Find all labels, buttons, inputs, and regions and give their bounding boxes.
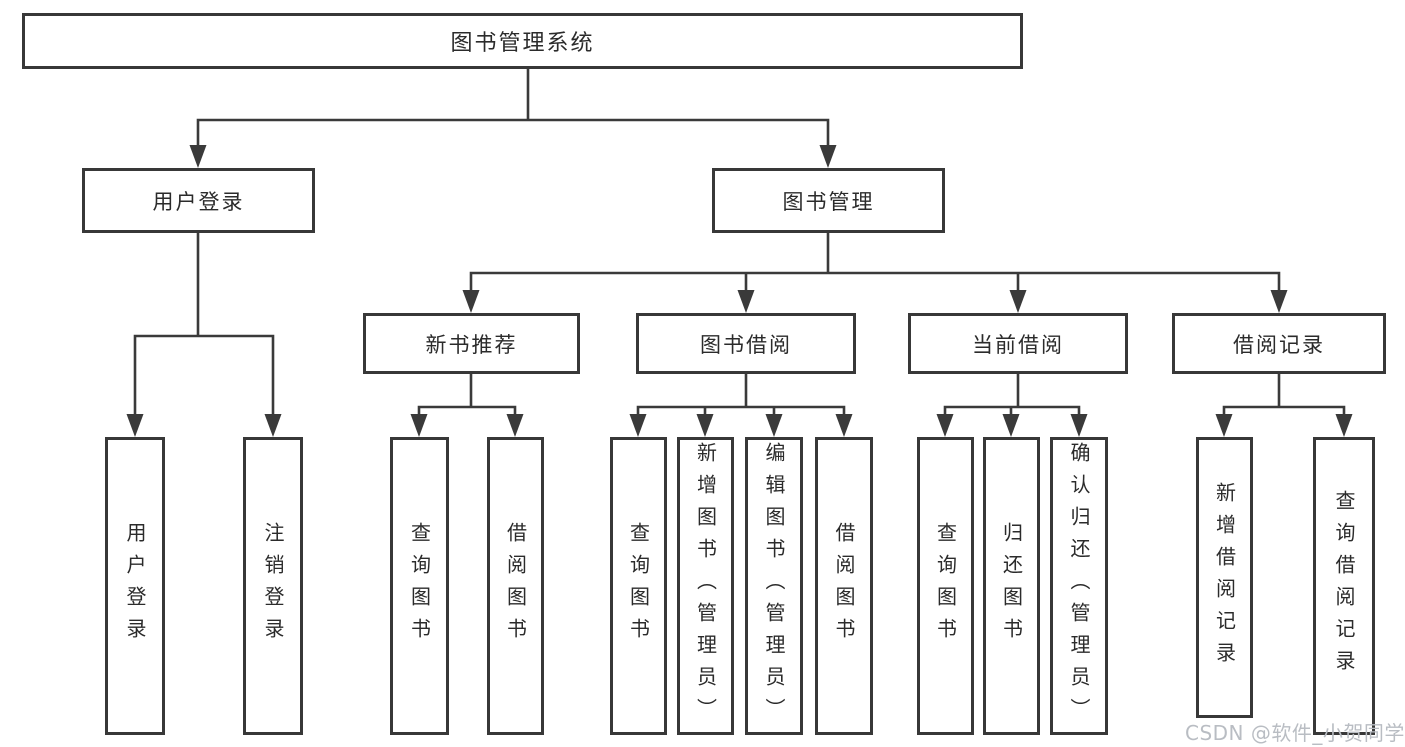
node-new-book-recommend: 新书推荐 (363, 313, 580, 374)
node-borrowing-records: 借阅记录 (1172, 313, 1386, 374)
leaf-add-books-admin: 新增图书（管理员） (677, 437, 734, 735)
node-user-login: 用户登录 (82, 168, 315, 233)
node-book-management: 图书管理 (712, 168, 945, 233)
node-library-system: 图书管理系统 (22, 13, 1023, 69)
leaf-query-borrow-record: 查询借阅记录 (1313, 437, 1375, 735)
leaf-logout: 注销登录 (243, 437, 303, 735)
leaf-confirm-return-admin: 确认归还（管理员） (1050, 437, 1108, 735)
watermark: CSDN @软件_小贺同学 (1185, 721, 1405, 745)
arrowhead-icons (126, 145, 1353, 437)
node-book-borrowing: 图书借阅 (636, 313, 856, 374)
leaf-add-borrow-record: 新增借阅记录 (1196, 437, 1253, 718)
leaf-user-login: 用户登录 (105, 437, 165, 735)
leaf-query-books-borrowing: 查询图书 (610, 437, 667, 735)
leaf-borrow-books-borrowing: 借阅图书 (815, 437, 873, 735)
leaf-query-books-recommend: 查询图书 (390, 437, 449, 735)
leaf-borrow-books-recommend: 借阅图书 (487, 437, 544, 735)
node-current-borrowing: 当前借阅 (908, 313, 1128, 374)
connector-strokes (133, 67, 1346, 425)
leaf-return-books: 归还图书 (983, 437, 1040, 735)
leaf-edit-books-admin: 编辑图书（管理员） (745, 437, 803, 735)
leaf-query-books-current: 查询图书 (917, 437, 974, 735)
